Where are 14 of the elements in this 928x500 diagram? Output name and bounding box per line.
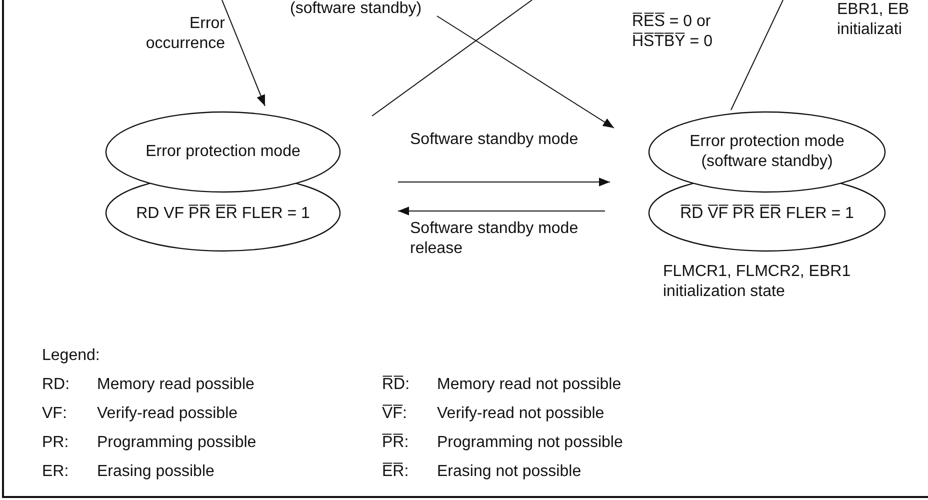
state-ellipse (648, 110, 886, 253)
state-name: (software standby) (290, 0, 422, 18)
state-name: Error protection mode (software standby) (688, 132, 846, 172)
arrow (398, 206, 606, 216)
connector-line (730, 0, 784, 110)
state-flags: R̅D̅ V̅F̅ P̅R̅ E̅R̅ FLER = 1 (679, 204, 855, 224)
state-name: Error protection mode (144, 142, 302, 162)
arrow (222, 0, 266, 106)
connector-line (372, 0, 532, 116)
state-ellipse (105, 110, 341, 253)
arrow (398, 178, 610, 186)
edge-label: Software standby mode (410, 130, 580, 150)
state-flags: RD VF P̅R̅ E̅R̅ FLER = 1 (135, 204, 311, 224)
arrow (436, 16, 614, 128)
